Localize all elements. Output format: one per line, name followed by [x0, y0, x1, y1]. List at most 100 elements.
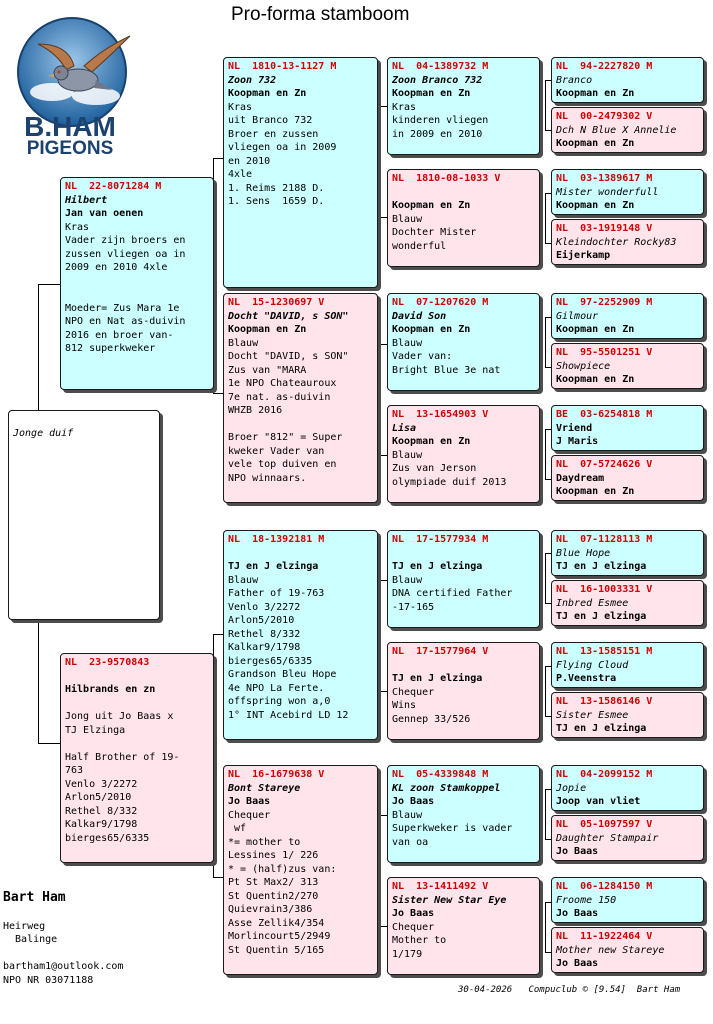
remark-line: NPO winnaars. [228, 472, 307, 484]
breeder: P.Veenstra [556, 673, 617, 684]
ring-number: NL 16-1003331 V [556, 584, 653, 595]
remark-line: 7e nat. as-duivin [228, 391, 331, 403]
father-card[interactable]: NL 22-8071284 M Hilbert Jan van oenen Kr… [60, 177, 214, 390]
remark-line: -17-165 [392, 601, 435, 613]
gen4-card-15[interactable]: NL 06-1284150 M Froome 150 Jo Baas [551, 877, 704, 923]
owner-name: Bart Ham [3, 890, 66, 905]
ring-number: NL 07-1207620 M [392, 297, 489, 308]
remark-line: 1e NPO Chateauroux [228, 378, 337, 389]
remark-line: Bright Blue 3e nat [392, 364, 501, 376]
breeder: Jo Baas [556, 846, 599, 857]
pigeon-name: Mister wonderfull [556, 186, 659, 198]
breeder: Hilbrands en zn [65, 684, 156, 695]
gen4-card-14[interactable]: NL 05-1097597 V Daughter Stampair Jo Baa… [551, 815, 704, 861]
gen3-card-4[interactable]: NL 13-1654903 V Lisa Koopman en Zn Blauw… [387, 405, 540, 503]
remark-line: zussen vliegen oa in [65, 248, 186, 260]
remark-line [228, 418, 377, 432]
pigeon-name: Mother new Stareye [556, 944, 665, 956]
ring-number: NL 13-1585151 M [556, 646, 653, 657]
pigeon-name: Flying Cloud [556, 659, 629, 671]
gen3-card-3[interactable]: NL 07-1207620 M David Son Koopman en Zn … [387, 293, 540, 391]
maternal-grandfather-card[interactable]: NL 18-1392181 M TJ en J elzinga Blauw Fa… [223, 530, 378, 740]
breeder: Koopman en Zn [392, 200, 471, 211]
gen4-card-4[interactable]: NL 03-1919148 V Kleindochter Rocky83 Eij… [551, 219, 704, 265]
pigeon-name: Dch N Blue X Annelie [556, 124, 677, 136]
breeder: Koopman en Zn [228, 324, 307, 335]
remark-line: Morlincourt5/2949 [228, 931, 331, 942]
gen4-card-13[interactable]: NL 04-2099152 M Jopie Joop van vliet [551, 765, 704, 811]
remark-line: 2009 en 2010 4xle [65, 262, 168, 273]
gen3-card-8[interactable]: NL 13-1411492 V Sister New Star Eye Jo B… [387, 877, 540, 975]
remark-line: DNA certified Father [392, 588, 513, 599]
remark-line: St Quentin 5/165 [228, 944, 325, 956]
remark-line: in 2009 en 2010 [392, 128, 483, 140]
pigeon-name: Branco [556, 74, 593, 86]
remark-line: wonderful [392, 240, 447, 252]
ring-number: NL 22-8071284 M [65, 181, 162, 192]
ring-number: NL 03-1919148 V [556, 223, 653, 234]
pigeon-name: Vriend [556, 422, 593, 434]
gen4-card-8[interactable]: NL 07-5724626 V Daydream Koopman en Zn [551, 455, 704, 501]
remark-line: Jong uit Jo Baas x [65, 711, 174, 722]
ring-number: NL 94-2227820 M [556, 61, 653, 72]
gen4-card-10[interactable]: NL 16-1003331 V Inbred Esmee TJ en J elz… [551, 580, 704, 626]
gen4-card-6[interactable]: NL 95-5501251 V Showpiece Koopman en Zn [551, 343, 704, 389]
remark-line: Broer "812" = Super [228, 432, 343, 443]
pigeon-name [228, 547, 377, 561]
gen3-card-1[interactable]: NL 04-1389732 M Zoon Branco 732 Koopman … [387, 57, 540, 155]
owner-spacer [3, 906, 123, 920]
remark-line: Zus van Jerson [392, 463, 477, 474]
gen4-card-12[interactable]: NL 13-1586146 V Sister Esmee TJ en J elz… [551, 692, 704, 738]
ring-number: BE 03-6254818 M [556, 409, 653, 420]
gen4-card-1[interactable]: NL 94-2227820 M Branco Koopman en Zn [551, 57, 704, 103]
gen4-card-5[interactable]: NL 97-2252909 M Gilmour Koopman en Zn [551, 293, 704, 339]
remark-line: Mother to [392, 935, 447, 946]
subject-card[interactable]: Jonge duif [8, 410, 160, 620]
remark-line: Superkweker is vader [392, 823, 513, 834]
gen3-card-5[interactable]: NL 17-1577934 M TJ en J elzinga Blauw DN… [387, 530, 540, 628]
breeder: Koopman en Zn [392, 88, 471, 99]
mother-card[interactable]: NL 23-9570843 Hilbrands en zn Jong uit J… [60, 653, 214, 863]
gen4-card-16[interactable]: NL 11-1922464 V Mother new Stareye Jo Ba… [551, 927, 704, 973]
maternal-grandmother-card[interactable]: NL 16-1679638 V Bont Stareye Jo Baas Che… [223, 765, 378, 975]
owner-npo-number: NPO NR 03071188 [3, 974, 94, 986]
remark-line: Quievrain3/386 [228, 904, 313, 915]
gen4-card-2[interactable]: NL 00-2479302 V Dch N Blue X Annelie Koo… [551, 107, 704, 153]
paternal-grandmother-card[interactable]: NL 15-1230697 V Docht "DAVID, s SON" Koo… [223, 293, 378, 503]
paternal-grandfather-card[interactable]: NL 1810-13-1127 M Zoon 732 Koopman en Zn… [223, 57, 378, 288]
breeder: Koopman en Zn [392, 436, 471, 447]
remark-line: Arlon5/2010 [228, 615, 295, 626]
remark-line: NPO en Nat as-duivin [65, 316, 186, 327]
remark-line: *= mother to [228, 836, 301, 848]
owner-email: bartham1@outlook.com [3, 961, 124, 972]
breeder: TJ en J elzinga [392, 561, 483, 572]
gen3-card-6[interactable]: NL 17-1577964 V TJ en J elzinga Chequer … [387, 642, 540, 740]
breeder: J Maris [556, 436, 599, 447]
gen4-card-11[interactable]: NL 13-1585151 M Flying Cloud P.Veenstra [551, 642, 704, 688]
remark-line: offspring won a,0 [228, 696, 331, 707]
gen3-card-2[interactable]: NL 1810-08-1033 V Koopman en Zn Blauw Do… [387, 169, 540, 267]
remark-line: van oa [392, 836, 429, 848]
ring-number: NL 07-1128113 M [556, 534, 653, 545]
gen3-card-7[interactable]: NL 05-4339848 M KL zoon Stamkoppel Jo Ba… [387, 765, 540, 863]
color: Blauw [392, 574, 423, 586]
remark-line: Asse Zellik4/354 [228, 917, 325, 929]
remark-line [65, 737, 213, 751]
pigeon-name: Inbred Esmee [556, 597, 629, 609]
gen4-card-9[interactable]: NL 07-1128113 M Blue Hope TJ en J elzing… [551, 530, 704, 576]
ring-number: NL 23-9570843 [65, 657, 150, 668]
gen4-card-3[interactable]: NL 03-1389617 M Mister wonderfull Koopma… [551, 169, 704, 215]
pigeon-name: Lisa [392, 422, 417, 434]
ring-number: NL 13-1411492 V [392, 881, 489, 892]
remark-line: olympiade duif 2013 [392, 476, 507, 488]
breeder: Koopman en Zn [228, 88, 307, 99]
remark-line: 763 [65, 765, 84, 776]
remark-line: en 2010 [228, 155, 271, 167]
pigeon-name [392, 659, 539, 673]
gen4-card-7[interactable]: BE 03-6254818 M Vriend J Maris [551, 405, 704, 451]
breeder: Jo Baas [392, 796, 435, 807]
color: Blauw [392, 809, 423, 821]
ring-number: NL 00-2479302 V [556, 111, 653, 122]
remark-line: 1° INT Acebird LD 12 [228, 709, 349, 721]
ring-number: NL 13-1654903 V [392, 409, 489, 420]
